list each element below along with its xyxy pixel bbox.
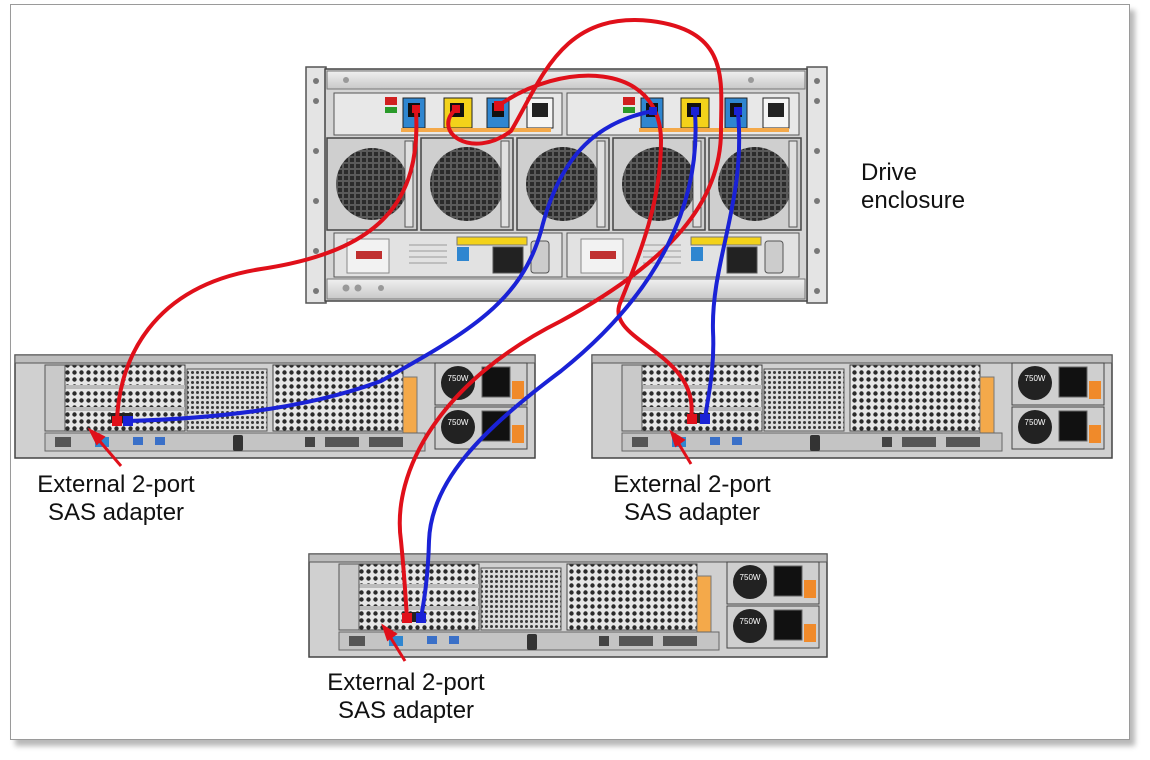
server-left: 750W 750W (14, 354, 536, 459)
server-bottom: 750W 750W (308, 553, 828, 658)
psu-rating: 750W (1025, 418, 1046, 427)
psu-fan-icon: 750W 750W (726, 561, 820, 649)
psu-rating: 750W (448, 418, 469, 427)
cable-blue-right-server (703, 111, 742, 421)
sas-port-icon (403, 612, 425, 622)
diagram-frame: 750W 750W 750W (10, 4, 1130, 740)
adapter-left-label-line2: SAS adapter (47, 499, 185, 526)
sas-cabling-diagram: 750W 750W 750W (14, 18, 1113, 662)
cable-blue-bottom-server (419, 111, 698, 620)
cable-red-bottom-server (397, 129, 723, 620)
cable-connectors (112, 101, 742, 623)
sas-port-icon (688, 413, 710, 423)
psu-rating: 750W (1025, 374, 1046, 383)
cable-red-right-server (496, 73, 694, 421)
drive-enclosure-icon (305, 66, 828, 304)
adapter-right-label-line2: SAS adapter (623, 499, 761, 526)
cable-blue-left-server (125, 109, 655, 423)
drive-enclosure-label: Drive enclosure (861, 159, 965, 215)
psu-rating: 750W (740, 573, 761, 582)
psu-rating: 750W (448, 374, 469, 383)
cable-red-loop (446, 18, 724, 146)
drive-enclosure-label-line2: enclosure (861, 187, 966, 214)
adapter-bottom-label-line2: SAS adapter (337, 697, 475, 724)
psu-fan-icon: 750W 750W (1011, 362, 1105, 450)
cable-red-left-server (115, 109, 419, 423)
adapter-left-label: External 2-port SAS adapter (21, 471, 211, 527)
adapter-bottom-label: External 2-port SAS adapter (311, 669, 501, 725)
pointer-arrow-icon (87, 427, 693, 662)
adapter-left-label-line1: External 2-port (37, 471, 195, 498)
drive-enclosure-label-line1: Drive (861, 159, 918, 186)
adapter-right-label-line1: External 2-port (613, 471, 771, 498)
sas-cables (115, 18, 742, 620)
server-right: 750W 750W (591, 354, 1113, 459)
psu-rating: 750W (740, 617, 761, 626)
adapter-right-label: External 2-port SAS adapter (597, 471, 787, 527)
psu-fan-icon: 750W 750W (434, 362, 528, 450)
adapter-bottom-label-line1: External 2-port (327, 669, 485, 696)
